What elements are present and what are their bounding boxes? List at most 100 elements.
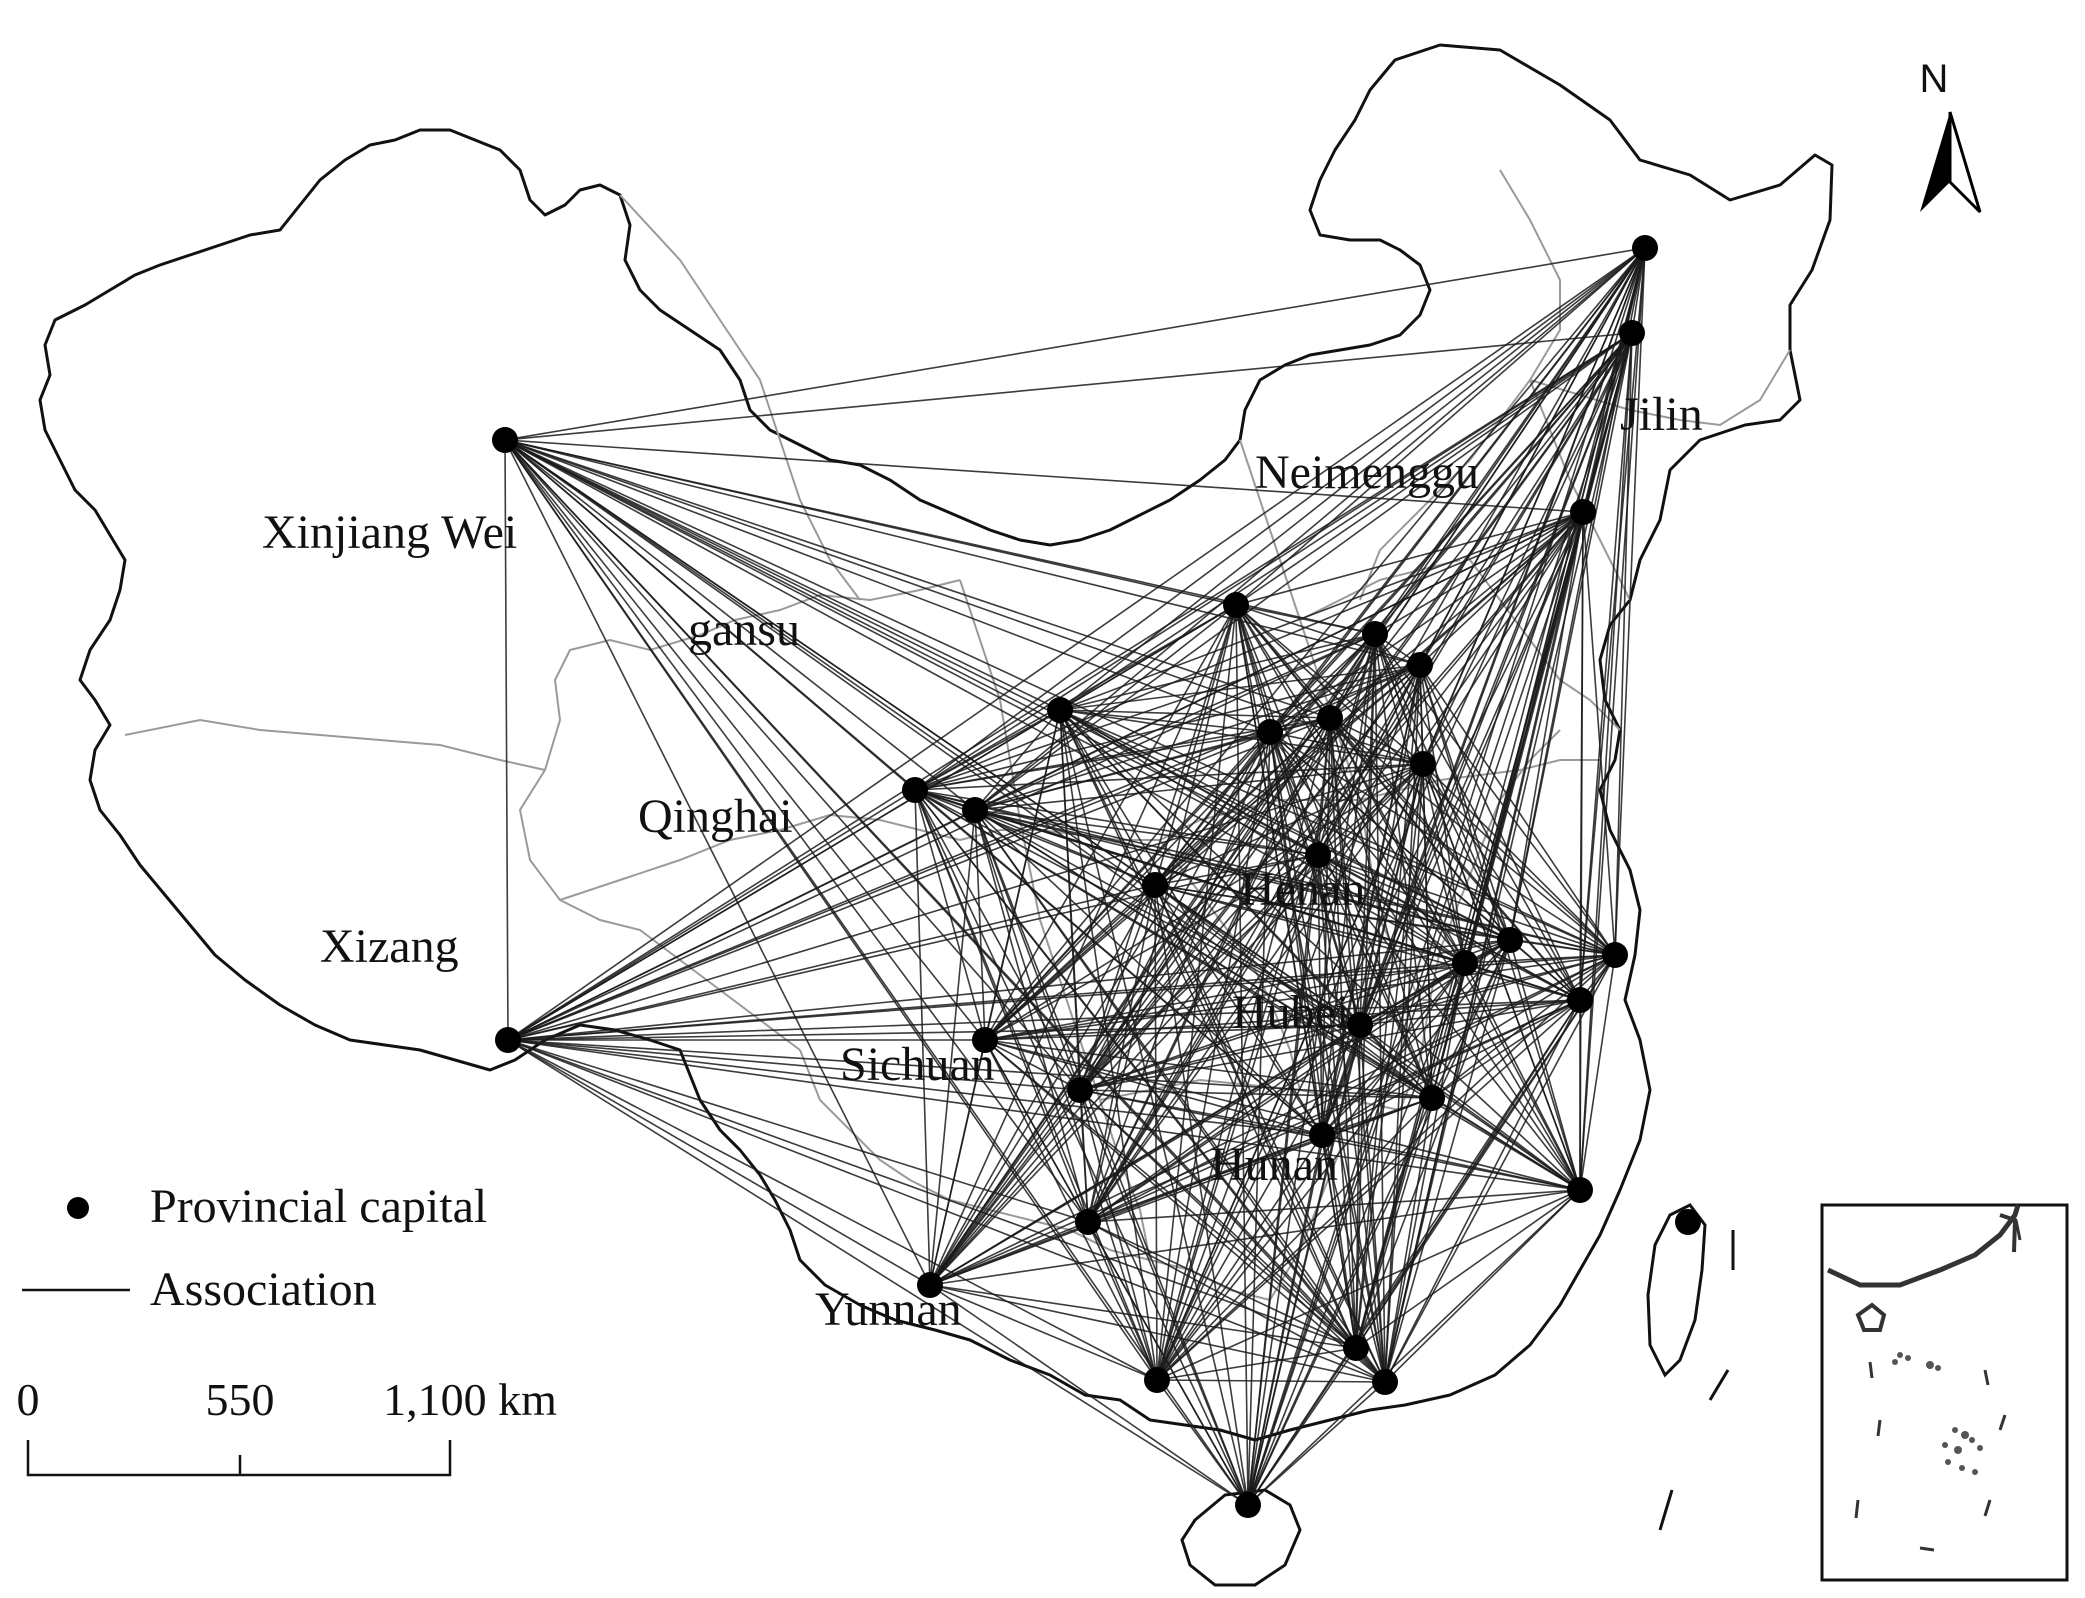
association-link	[1321, 954, 1616, 1136]
association-link	[504, 439, 1271, 733]
association-link	[974, 809, 1386, 1383]
association-link	[507, 709, 1061, 1041]
association-link	[1355, 1189, 1581, 1349]
association-link	[1431, 962, 1466, 1099]
capital-point	[1567, 1177, 1593, 1203]
label-qinghai: Qinghai	[638, 790, 793, 843]
scale-tick-1100: 1,100 km	[383, 1374, 557, 1425]
label-jilin: Jilin	[1620, 388, 1703, 441]
association-link	[1059, 709, 1158, 1381]
association-link	[1579, 247, 1646, 1001]
capital-point	[1223, 592, 1249, 618]
association-link	[1317, 854, 1386, 1383]
scale-bar-line	[26, 1440, 452, 1477]
inset-frame	[1820, 1203, 2069, 1582]
boundary-dashes	[1658, 1230, 1735, 1531]
association-link	[1156, 664, 1421, 1381]
capital-point	[1317, 705, 1343, 731]
association-link	[507, 854, 1319, 1041]
association-link	[914, 789, 1249, 1506]
legend: Provincial capital Association	[22, 1180, 487, 1316]
association-link	[914, 664, 1421, 791]
association-link	[1087, 1221, 1249, 1506]
association-link	[1087, 1221, 1386, 1383]
association-links	[504, 247, 1646, 1506]
association-link	[1247, 731, 1271, 1506]
association-link	[1154, 731, 1271, 886]
association-link	[1247, 1097, 1433, 1506]
association-link	[1422, 763, 1616, 956]
association-link	[984, 1039, 1581, 1191]
association-link	[507, 954, 1616, 1041]
north-label: N	[1920, 57, 1949, 101]
association-link	[504, 439, 1331, 719]
association-link	[1422, 763, 1581, 1001]
association-link	[1579, 332, 1633, 1001]
capital-point	[1257, 719, 1283, 745]
capital-point	[1305, 842, 1331, 868]
association-link	[507, 1039, 1433, 1099]
association-link	[1579, 954, 1616, 1191]
association-link	[507, 332, 1633, 1041]
association-link	[1422, 763, 1511, 941]
association-link	[1079, 854, 1319, 1091]
association-link	[1087, 1189, 1581, 1223]
association-link	[914, 789, 931, 1286]
capital-point	[495, 1027, 521, 1053]
association-link	[984, 854, 1319, 1041]
association-link	[504, 439, 1421, 666]
association-link	[1079, 999, 1581, 1091]
scale-tick-0: 0	[17, 1374, 40, 1425]
association-link	[1087, 884, 1156, 1223]
association-link	[929, 633, 1376, 1286]
association-link	[984, 1039, 1323, 1136]
capital-point	[1407, 652, 1433, 678]
association-link	[914, 789, 986, 1041]
association-link	[1079, 939, 1511, 1091]
association-link	[1156, 999, 1581, 1381]
association-link	[1154, 884, 1323, 1136]
association-link	[929, 809, 976, 1286]
association-link	[929, 1284, 1357, 1349]
label-sichuan: Sichuan	[840, 1038, 995, 1091]
association-link	[1321, 1134, 1357, 1349]
association-link	[1156, 854, 1319, 1381]
provincial-capitals	[492, 235, 1701, 1518]
capital-point	[1067, 1077, 1093, 1103]
association-link	[929, 731, 1271, 1286]
north-arrow: N	[1920, 57, 1982, 214]
association-link	[1419, 664, 1581, 1001]
capital-point	[1309, 1122, 1335, 1148]
association-link	[1079, 717, 1331, 1091]
association-link	[914, 789, 1158, 1381]
association-link	[1321, 1134, 1386, 1383]
association-link	[1087, 1221, 1357, 1349]
association-link	[1235, 604, 1616, 956]
association-link	[984, 1039, 1081, 1091]
association-link	[504, 439, 1061, 711]
association-link	[1359, 954, 1616, 1026]
association-link	[974, 763, 1424, 811]
capital-point	[1602, 942, 1628, 968]
association-link	[1154, 884, 1386, 1383]
association-link	[914, 604, 1237, 791]
label-hunan: Hunan	[1210, 1138, 1338, 1191]
association-link	[1321, 1024, 1361, 1136]
association-link	[974, 809, 1323, 1136]
association-link	[1509, 939, 1581, 1191]
label-hubei: Hubei	[1232, 986, 1349, 1039]
association-link	[1079, 1089, 1249, 1506]
association-link	[1321, 999, 1581, 1136]
capital-point	[1410, 751, 1436, 777]
association-link	[1582, 511, 1616, 956]
association-link	[504, 439, 1081, 1091]
association-link	[914, 709, 1061, 791]
association-link	[1464, 962, 1581, 1191]
association-link	[929, 854, 1319, 1286]
association-link	[1321, 633, 1376, 1136]
association-link	[929, 247, 1646, 1286]
association-link	[1329, 717, 1581, 1001]
association-link	[1235, 604, 1433, 1099]
association-link	[507, 1039, 1386, 1383]
